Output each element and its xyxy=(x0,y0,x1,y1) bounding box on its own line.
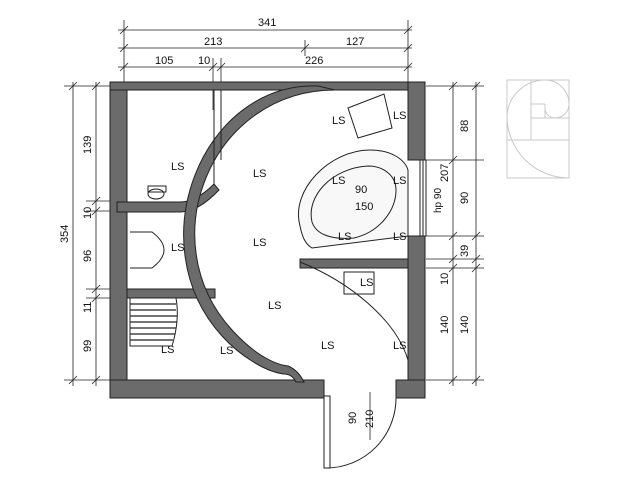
bathtub-inner xyxy=(310,165,397,239)
ls-label: LS xyxy=(321,340,334,352)
dim-left-96: 96 xyxy=(82,250,94,262)
dim-left-total: 354 xyxy=(59,225,71,243)
dim-top-213: 213 xyxy=(204,36,222,48)
ls-label: LS xyxy=(268,300,281,312)
walls xyxy=(109,81,426,399)
dim-left-139: 139 xyxy=(82,136,94,154)
door-leaf xyxy=(323,395,331,469)
wall-right-upper xyxy=(407,81,426,161)
dim-door-width: 90 xyxy=(347,412,359,424)
wall-bottom-left xyxy=(109,379,325,399)
door-swing xyxy=(325,395,397,469)
ls-label: LS xyxy=(161,344,174,356)
ls-label: LS xyxy=(220,345,233,357)
ls-label: LS xyxy=(332,115,345,127)
wall-curved xyxy=(183,85,336,383)
washbasin xyxy=(130,231,165,269)
dim-top-127: 127 xyxy=(346,36,364,48)
ls-label: LS xyxy=(171,242,184,254)
dim-top-226: 226 xyxy=(305,55,323,67)
ls-label: LS xyxy=(338,231,351,243)
dim-bath-length: 150 xyxy=(355,201,373,213)
ls-label: LS xyxy=(332,175,345,187)
dim-right-88: 88 xyxy=(459,120,471,132)
ls-label: LS xyxy=(393,231,406,243)
ls-label: LS xyxy=(253,168,266,180)
dim-left-99: 99 xyxy=(82,340,94,352)
ls-label: LS xyxy=(393,110,406,122)
dim-right-10: 10 xyxy=(439,273,451,285)
dim-left-11: 11 xyxy=(82,302,94,313)
ls-label: LS xyxy=(393,340,406,352)
wall-left xyxy=(109,81,128,399)
dim-top-105: 105 xyxy=(155,55,173,67)
wall-bottom-right xyxy=(395,379,426,399)
dim-top-total: 341 xyxy=(258,17,276,29)
dim-right-90: 90 xyxy=(459,192,471,204)
dim-right-inner-140: 140 xyxy=(439,316,451,334)
dimension-labels: 341 213 127 105 10 226 354 139 10 96 11 … xyxy=(59,17,471,428)
ls-label: LS xyxy=(360,277,373,289)
ls-labels: LS LS LS LS LS LS LS LS LS LS LS LS LS L… xyxy=(161,110,406,357)
dim-right-39: 39 xyxy=(459,245,471,257)
fixtures xyxy=(129,90,427,469)
golden-spiral-icon xyxy=(506,79,570,179)
dim-right-207: 207 xyxy=(439,164,451,182)
wall-bath-partition xyxy=(299,258,409,269)
toilet-icon xyxy=(147,185,167,200)
shower-door-swing xyxy=(299,261,409,361)
wall-top xyxy=(109,81,425,91)
wall-right-lower xyxy=(407,235,426,399)
dim-door-height: 210 xyxy=(364,410,376,428)
ls-label: LS xyxy=(253,237,266,249)
sink-lower xyxy=(343,271,375,295)
ls-label: LS xyxy=(393,175,406,187)
dimension-lines xyxy=(64,20,484,440)
ls-label: LS xyxy=(171,161,184,173)
dim-top-10: 10 xyxy=(198,55,210,67)
sink-top xyxy=(347,93,393,139)
dim-left-10: 10 xyxy=(82,207,94,219)
dim-bath-width: 90 xyxy=(355,184,367,196)
dim-right-140: 140 xyxy=(459,316,471,334)
wall-shelf xyxy=(116,183,220,213)
dim-bath-hp: hp 90 xyxy=(433,188,444,213)
